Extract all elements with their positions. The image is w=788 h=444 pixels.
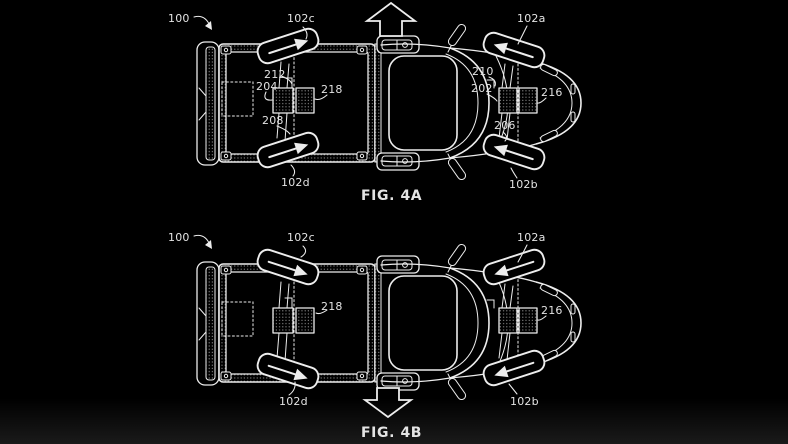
- ref-label-102b-4a: 102b: [509, 178, 538, 191]
- ref-label-218-4b: 218: [321, 300, 343, 313]
- fig4a-caption: FIG. 4A: [361, 188, 423, 204]
- ref-label-100-4a: 100: [168, 12, 190, 25]
- fig4b-truck-top-view: [193, 234, 582, 419]
- fig4b-wheel-102b: [480, 347, 548, 389]
- ref-label-102b-4b: 102b: [510, 395, 539, 408]
- ref-label-218-4a: 218: [321, 83, 343, 96]
- ref-label-206-4a: 206: [494, 119, 516, 132]
- ref-label-102d-4b: 102d: [279, 395, 308, 408]
- fig4a-wheel-102a: [480, 29, 548, 71]
- ref-label-102a-4b: 102a: [517, 231, 546, 244]
- ref-label-102a-4a: 102a: [517, 12, 546, 25]
- ref-label-102d-4a: 102d: [281, 176, 310, 189]
- ref-label-102c-4a: 102c: [287, 12, 315, 25]
- fig4b-caption: FIG. 4B: [361, 425, 423, 441]
- fig4b-ref100-arrowhead: [205, 240, 212, 249]
- ref-label-204-4a: 204: [256, 80, 278, 93]
- fig4a-ref100-arrowhead: [205, 21, 212, 30]
- fig4b-down-arrow-icon: [362, 387, 414, 419]
- fig4a-leader-lines: [193, 15, 547, 179]
- ref-label-216-4b: 216: [541, 304, 563, 317]
- fig4b-wheel-102a: [480, 246, 548, 288]
- fig4a-wheel-102b: [480, 131, 548, 173]
- fig4a-up-arrow-icon: [364, 1, 418, 37]
- ref-label-102c-4b: 102c: [287, 231, 315, 244]
- ref-label-212-4a: 212: [264, 68, 286, 81]
- ref-label-210-4a: 210: [472, 65, 494, 78]
- ref-label-202-4a: 202: [471, 82, 493, 95]
- ref-label-100-4b: 100: [168, 231, 190, 244]
- fig4a-truck-top-view: [193, 1, 582, 182]
- ref-label-208-4a: 208: [262, 114, 284, 127]
- ref-label-216-4a: 216: [541, 86, 563, 99]
